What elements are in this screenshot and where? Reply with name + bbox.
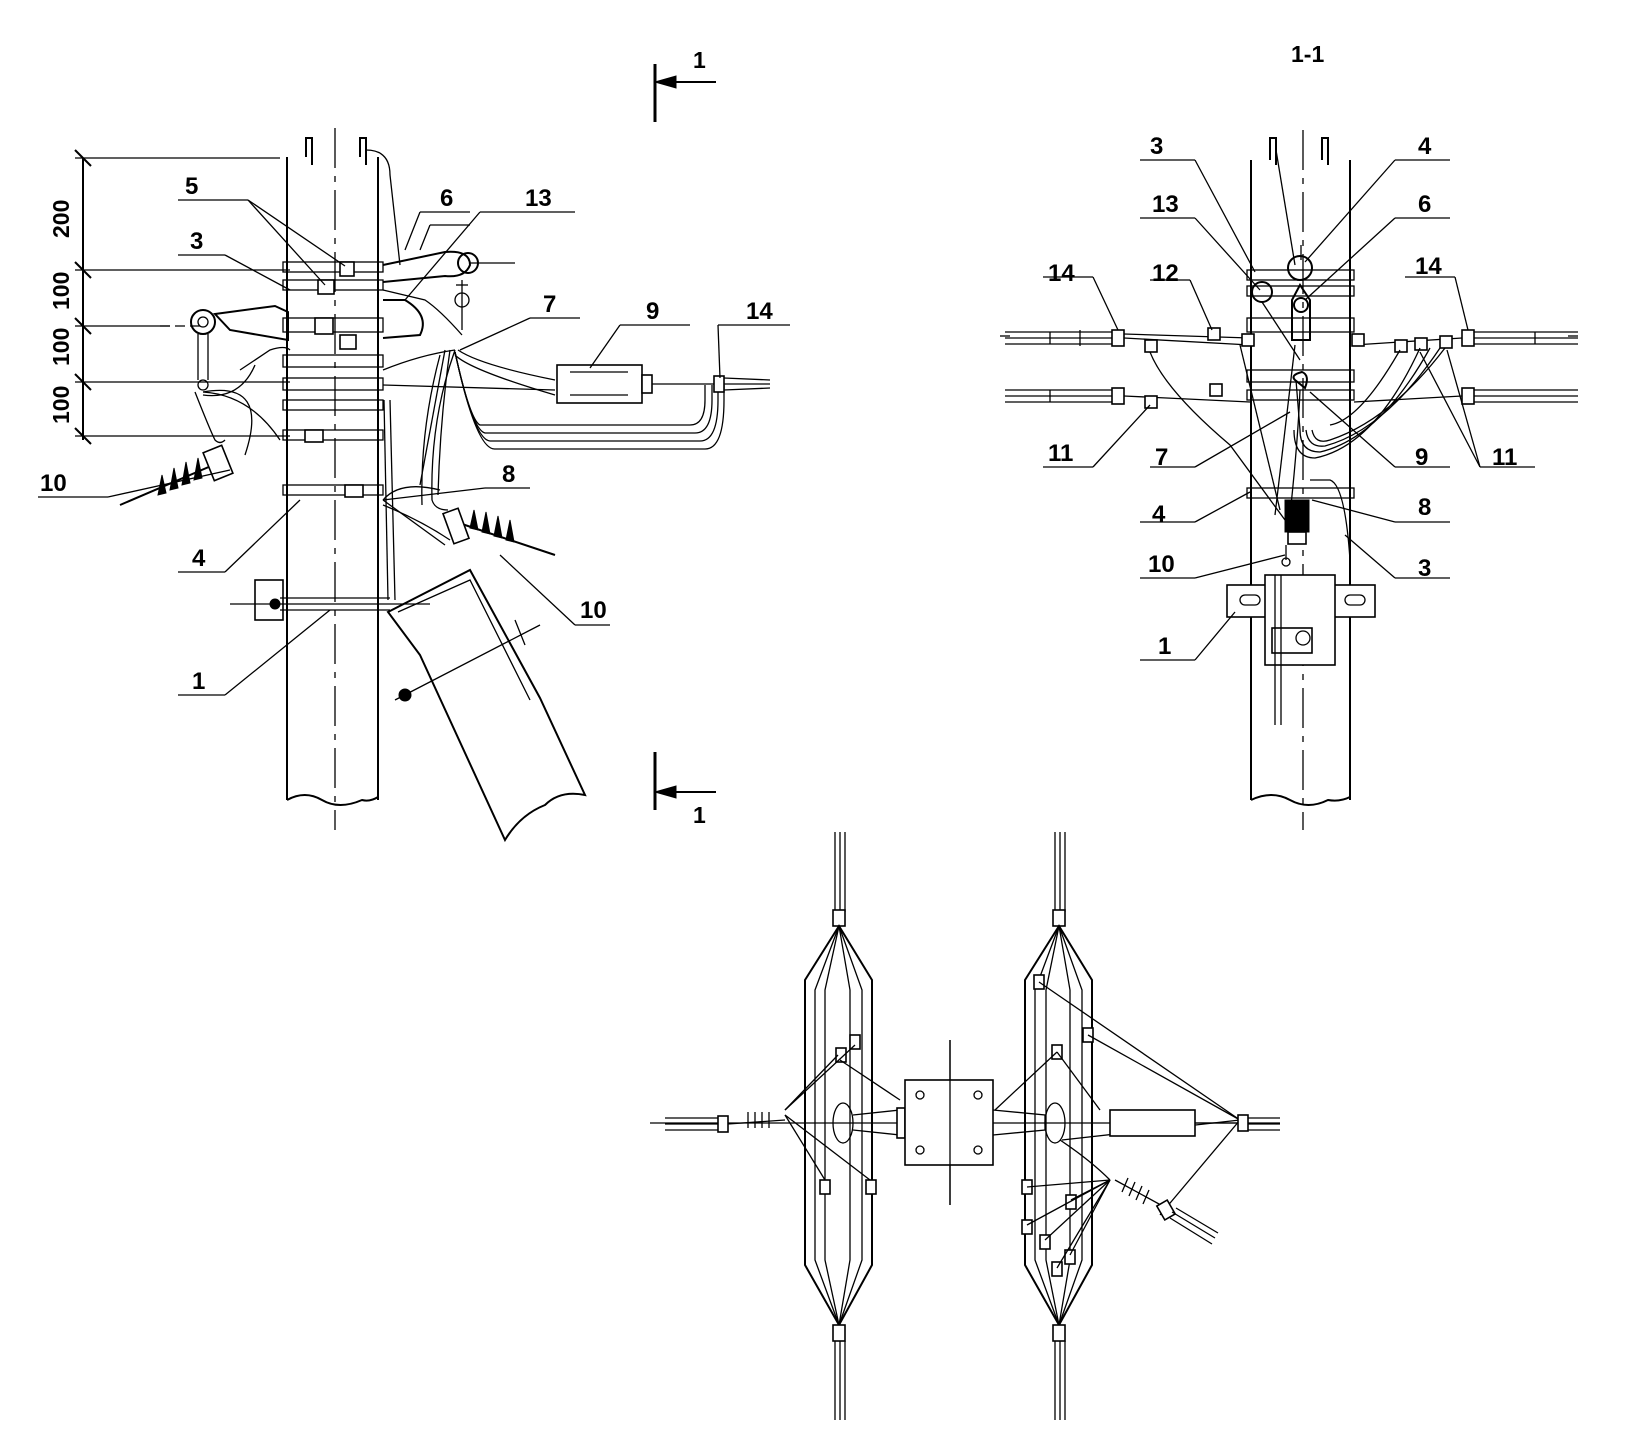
dim-100-a: 100: [48, 272, 74, 310]
plan-centre-plate: [904, 1040, 994, 1205]
side-label-1: 1: [1158, 633, 1171, 660]
plan-left-cable: [665, 1112, 786, 1133]
section-mark-bottom-label: 1: [693, 802, 706, 828]
front-leaders: [38, 199, 790, 696]
front-label-8: 8: [502, 461, 515, 488]
side-top-hook: [1251, 245, 1313, 361]
section-title: 1-1: [1291, 41, 1324, 67]
side-insulator: [1281, 499, 1310, 567]
side-label-10: 10: [1148, 551, 1175, 578]
front-label-6: 6: [440, 185, 453, 212]
front-label-3: 3: [190, 228, 203, 255]
front-pole: [286, 128, 401, 830]
side-small-clamps: [1144, 327, 1453, 409]
side-label-13: 13: [1152, 191, 1179, 218]
side-label-6: 6: [1418, 191, 1431, 218]
front-left-clamp: [190, 304, 291, 456]
section-mark-top: 1: [653, 47, 716, 122]
front-label-4: 4: [192, 545, 206, 572]
side-drop-wires: [1149, 344, 1446, 561]
side-label-4-top: 4: [1418, 133, 1432, 160]
side-label-14-left: 14: [1048, 260, 1075, 287]
side-label-4-bottom: 4: [1152, 501, 1166, 528]
side-label-12: 12: [1152, 260, 1179, 287]
side-label-8: 8: [1418, 494, 1431, 521]
front-bracket: [230, 568, 587, 843]
front-insulator-left: [119, 444, 234, 506]
front-label-14: 14: [746, 298, 773, 325]
front-wires: [382, 349, 771, 450]
side-label-11-right: 11: [1492, 444, 1517, 471]
side-pole: [1250, 130, 1351, 830]
front-label-5: 5: [185, 173, 198, 200]
plan-view: [650, 832, 1280, 1420]
front-bands: [282, 261, 384, 498]
side-label-3-top: 3: [1150, 133, 1163, 160]
front-label-13: 13: [525, 185, 552, 212]
side-leaders: [1043, 159, 1535, 661]
section-mark-bottom: 1: [653, 752, 716, 828]
front-view: 200 100 100 100: [38, 128, 790, 843]
front-label-10-left: 10: [40, 470, 67, 497]
front-insulator-right: [441, 507, 556, 556]
front-label-1: 1: [192, 668, 205, 695]
front-top-clamp: [382, 224, 515, 283]
dimension-chain: 200 100 100 100: [48, 149, 290, 445]
side-label-3-bottom: 3: [1418, 555, 1431, 582]
dim-100-c: 100: [48, 386, 74, 424]
front-label-10-right: 10: [580, 597, 607, 624]
side-label-14-right: 14: [1415, 253, 1442, 280]
front-drop-wires: [382, 349, 456, 601]
side-view: 3 4 13 6 14 12 14 11 7 9 11 4 8 10 3 1: [1000, 130, 1578, 830]
front-label-9: 9: [646, 298, 659, 325]
front-label-7: 7: [543, 291, 556, 318]
side-label-9: 9: [1415, 444, 1428, 471]
side-label-7: 7: [1155, 444, 1168, 471]
plan-left-bundle: [784, 832, 906, 1420]
side-label-11-left: 11: [1048, 440, 1073, 467]
dim-200: 200: [48, 200, 74, 238]
side-bracket: [1226, 574, 1376, 725]
dim-100-b: 100: [48, 328, 74, 366]
front-middle-clamp: [382, 280, 470, 339]
plan-right-bundle: [992, 832, 1280, 1420]
section-mark-top-label: 1: [693, 47, 706, 73]
